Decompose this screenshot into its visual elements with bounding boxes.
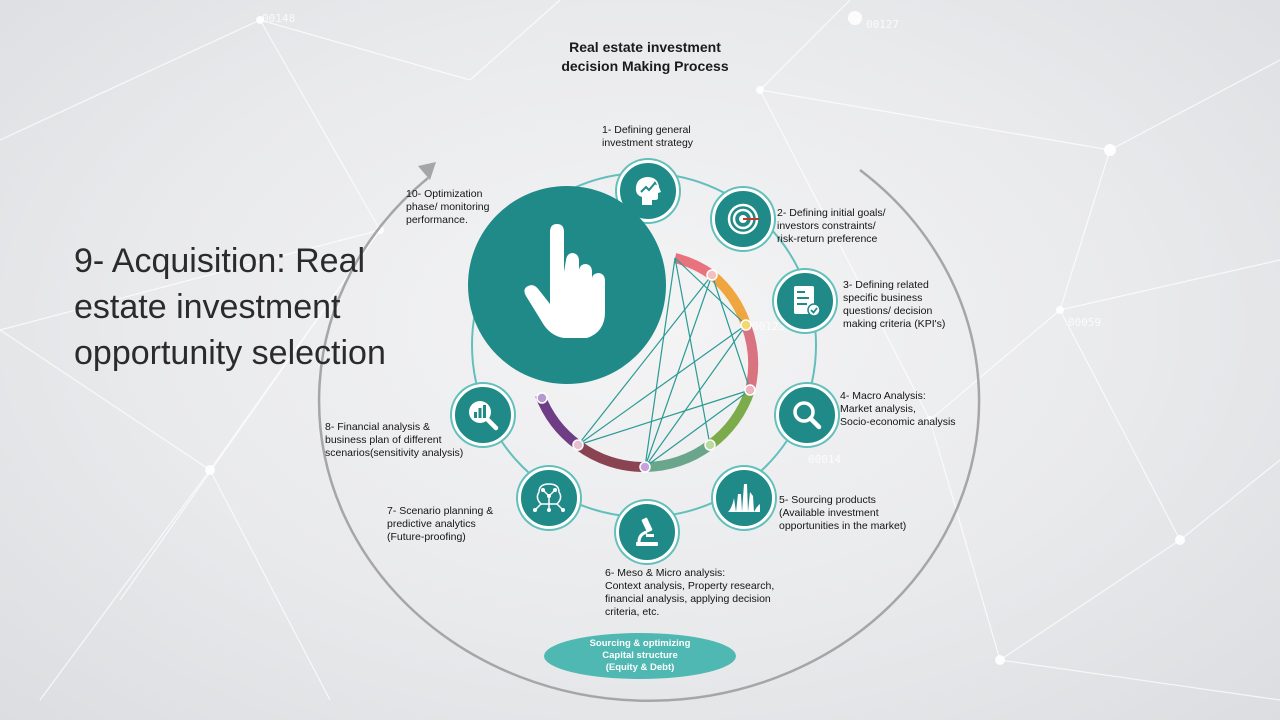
inner-arc-purple <box>535 393 582 450</box>
label-line: financial analysis, applying decision <box>605 593 771 605</box>
label-line: investors constraints/ <box>777 220 876 232</box>
inner-arc-maroon <box>575 440 646 473</box>
hand-pointer-icon <box>524 224 605 338</box>
step-3-node <box>774 270 836 332</box>
step-5-label: 5- Sourcing products(Available investmen… <box>779 494 906 533</box>
caption-line-3: opportunity selection <box>74 334 386 372</box>
city-skyline-icon <box>728 484 760 512</box>
inner-arc-orange <box>708 271 751 327</box>
step-6-node <box>616 501 678 563</box>
step-6-label: 6- Meso & Micro analysis:Context analysi… <box>605 567 774 619</box>
capital-line-2: Capital structure <box>602 650 678 661</box>
label-line: Socio-economic analysis <box>840 416 956 428</box>
label-line: 6- Meso & Micro analysis: <box>605 567 726 579</box>
diagram-title: Real estate investment decision Making P… <box>520 38 770 76</box>
target-icon <box>727 203 759 235</box>
label-line: specific business <box>843 292 923 304</box>
bg-code-2: 00127 <box>866 18 899 31</box>
label-line: 3- Defining related <box>843 279 929 291</box>
network-brain-icon <box>533 483 565 512</box>
bg-code-3: 00123 <box>752 320 785 333</box>
ring-dot <box>572 439 584 451</box>
ring-dot <box>536 392 548 404</box>
step-7-node <box>518 467 580 529</box>
label-line: (Available investment <box>779 507 879 519</box>
outer-cycle-arrowhead <box>418 162 436 180</box>
inner-arc-green <box>706 388 755 450</box>
capital-line-3: (Equity & Debt) <box>605 662 675 673</box>
current-step-caption: 9- Acquisition: Real estate investment o… <box>74 238 474 376</box>
bg-code-1: 00148 <box>262 12 295 25</box>
magnifier-icon <box>793 401 822 430</box>
microscope-icon <box>636 517 658 546</box>
caption-line-1: 9- Acquisition: Real <box>74 242 366 280</box>
label-line: performance. <box>406 214 468 226</box>
label-line: 2- Defining initial goals/ <box>777 207 886 219</box>
checklist-document-icon <box>794 286 821 317</box>
label-line: 8- Financial analysis & <box>325 421 431 433</box>
step-8-node <box>452 384 514 446</box>
step-2-node <box>712 188 774 250</box>
label-line: investment strategy <box>602 137 694 149</box>
label-line: phase/ monitoring <box>406 201 490 213</box>
ring-dot <box>704 439 716 451</box>
bg-code-5: 00014 <box>808 453 841 466</box>
label-line: Market analysis, <box>840 403 916 415</box>
label-line: criteria, etc. <box>605 606 660 618</box>
label-line: scenarios(sensitivity analysis) <box>325 447 464 459</box>
outer-cycle-arc <box>317 169 981 702</box>
label-line: 10- Optimization <box>406 188 483 200</box>
label-line: risk-return preference <box>777 233 878 245</box>
ring-dot <box>740 319 752 331</box>
inner-arc-pink <box>673 253 715 280</box>
label-line: (Future-proofing) <box>387 531 466 543</box>
title-line-1: Real estate investment <box>569 39 721 55</box>
label-line: making criteria (KPI's) <box>843 318 946 330</box>
step-4-label: 4- Macro Analysis:Market analysis,Socio-… <box>840 390 956 429</box>
ring-dot <box>639 461 651 473</box>
title-line-2: decision Making Process <box>561 58 729 74</box>
label-line: 4- Macro Analysis: <box>840 390 926 402</box>
step-1-node <box>617 160 679 222</box>
label-line: predictive analytics <box>387 518 476 530</box>
chart-magnifier-icon <box>469 401 499 431</box>
active-step-node <box>468 186 666 384</box>
connection-lines <box>577 257 751 468</box>
step-5-node <box>713 467 775 529</box>
caption-line-2: estate investment <box>74 288 341 326</box>
step-8-label: 8- Financial analysis &business plan of … <box>325 421 463 460</box>
label-line: opportunities in the market) <box>779 520 907 532</box>
capital-structure-ellipse: Sourcing & optimizing Capital structure … <box>544 633 736 679</box>
capital-line-1: Sourcing & optimizing <box>589 638 691 649</box>
brain-growth-icon <box>635 177 661 205</box>
step-4-node <box>776 384 838 446</box>
inner-arc-sage <box>644 440 713 472</box>
step-7-label: 7- Scenario planning &predictive analyti… <box>387 505 493 544</box>
label-line: 5- Sourcing products <box>779 494 876 506</box>
bg-code-4: 00059 <box>1068 316 1101 329</box>
label-line: 7- Scenario planning & <box>387 505 494 517</box>
label-line: business plan of different <box>325 434 442 446</box>
label-line: Context analysis, Property research, <box>605 580 775 592</box>
ring-dot <box>744 384 756 396</box>
label-line: 1- Defining general <box>602 124 691 136</box>
label-line: questions/ decision <box>843 305 933 317</box>
ring-dot <box>706 269 718 281</box>
step-2-label: 2- Defining initial goals/investors cons… <box>777 207 886 246</box>
